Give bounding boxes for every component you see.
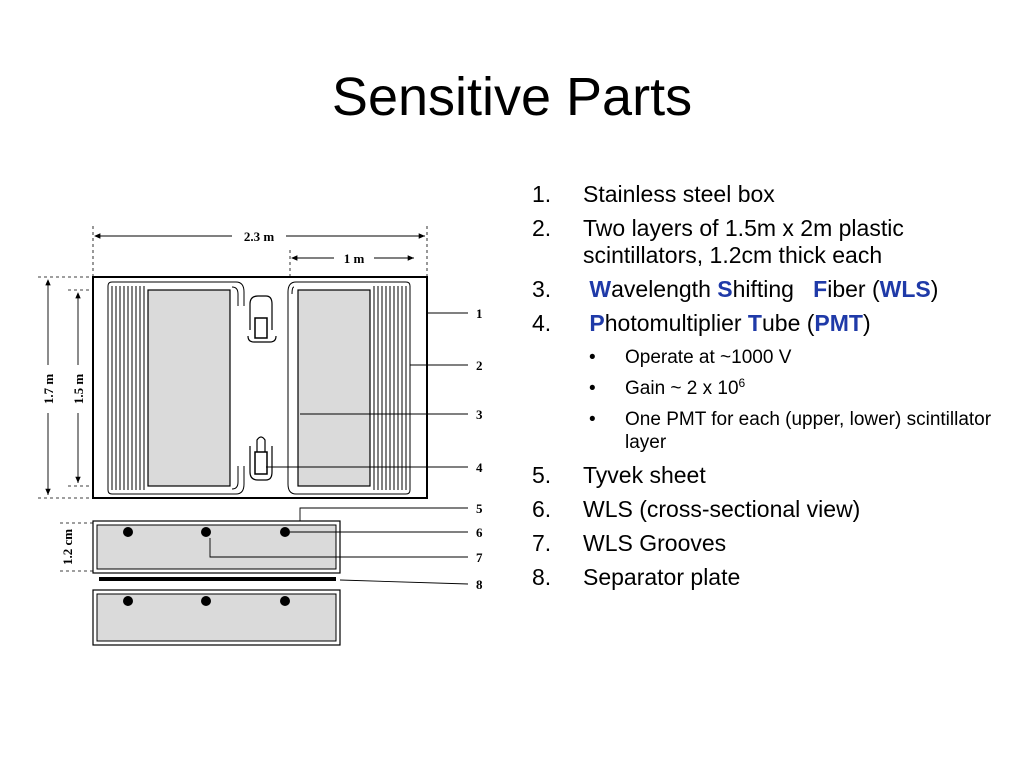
dim-height-outer: 1.7 m <box>41 374 56 405</box>
detector-diagram: 2.3 m 1 m 1.7 m 1.5 m 1.2 cm <box>30 212 500 662</box>
list-item: 2. Two layers of 1.5m x 2m plastic scint… <box>532 215 1002 269</box>
list-highlight: W <box>589 276 612 302</box>
callout-3: 3 <box>476 407 483 422</box>
callout-leaders <box>209 312 469 585</box>
sub-list-item: • Gain ~ 2 x 106 <box>532 377 1002 400</box>
list-text: iber ( <box>827 276 880 302</box>
list-number: 3. <box>532 276 552 302</box>
list-text: avelength <box>611 276 718 302</box>
list-text: hifting <box>732 276 814 302</box>
list-highlight: WLS <box>879 276 931 302</box>
bullet: • <box>589 378 596 399</box>
list-text: ) <box>930 276 939 302</box>
wls-fiber <box>201 527 211 537</box>
list-text: ube ( <box>761 310 815 336</box>
list-item: 5. Tyvek sheet <box>532 462 1002 489</box>
cross-section-upper-layer <box>92 520 341 574</box>
scintillator-left <box>107 281 245 495</box>
list-number: 6. <box>532 496 552 522</box>
list-number: 4. <box>532 310 552 336</box>
sub-list-text: Gain ~ 2 x 10 <box>625 378 739 399</box>
pmt-upper <box>254 317 268 339</box>
list-text: Stainless steel box <box>583 181 775 207</box>
scintillator-right <box>287 281 411 495</box>
sub-list-item: • One PMT for each (upper, lower) scinti… <box>532 408 1002 454</box>
callout-6: 6 <box>476 525 483 540</box>
list-text: hotomultiplier <box>604 310 748 336</box>
list-item: 3. Wavelength Shifting Fiber (WLS) <box>532 276 1002 303</box>
list-item: 8. Separator plate <box>532 564 1002 591</box>
cross-section-lower-layer <box>92 589 341 646</box>
list-item: 7. WLS Grooves <box>532 530 1002 557</box>
bullet: • <box>589 409 596 430</box>
sub-list-item: • Operate at ~1000 V <box>532 346 1002 369</box>
callout-1: 1 <box>476 306 483 321</box>
callout-7: 7 <box>476 550 483 565</box>
slide-title: Sensitive Parts <box>331 67 693 127</box>
wls-fiber <box>201 596 211 606</box>
callout-8: 8 <box>476 577 483 592</box>
list-item: 1. Stainless steel box <box>532 181 1002 208</box>
dim-width-half: 1 m <box>344 251 365 266</box>
list-item: 4. Photomultiplier Tube (PMT) <box>532 310 1002 337</box>
callout-2: 2 <box>476 358 483 373</box>
list-highlight: P <box>589 310 605 336</box>
list-highlight: PMT <box>814 310 863 336</box>
wls-fiber <box>123 527 133 537</box>
separator-plate <box>99 577 336 581</box>
list-number: 5. <box>532 462 552 488</box>
sub-list-text: Operate at ~1000 V <box>625 347 792 368</box>
list-number: 7. <box>532 530 552 556</box>
list-text: WLS Grooves <box>583 530 727 556</box>
dim-thickness: 1.2 cm <box>60 529 75 565</box>
list-highlight: S <box>717 276 733 302</box>
list-text: Two layers of 1.5m x 2m plastic scintill… <box>583 215 904 268</box>
list-text: Separator plate <box>583 564 741 590</box>
callout-5: 5 <box>476 501 483 516</box>
superscript: 6 <box>738 376 746 390</box>
wls-fiber <box>280 596 290 606</box>
list-number: 1. <box>532 181 552 207</box>
dim-height-inner: 1.5 m <box>71 374 86 405</box>
list-number: 8. <box>532 564 552 590</box>
list-text: Tyvek sheet <box>583 462 706 488</box>
pmt-lower <box>254 451 268 475</box>
bullet: • <box>589 347 596 368</box>
list-text: ) <box>862 310 871 336</box>
parts-list: 1. Stainless steel box 2. Two layers of … <box>532 181 1002 598</box>
sub-list-text: One PMT for each (upper, lower) scintill… <box>625 409 992 453</box>
list-highlight: F <box>813 276 828 302</box>
dim-width-total: 2.3 m <box>244 229 275 244</box>
wls-fiber <box>280 527 290 537</box>
list-item: 6. WLS (cross-sectional view) <box>532 496 1002 523</box>
wls-fiber <box>123 596 133 606</box>
list-number: 2. <box>532 215 552 241</box>
list-text: WLS (cross-sectional view) <box>583 496 861 522</box>
callout-4: 4 <box>476 460 483 475</box>
wls-fiber-loops <box>247 295 277 481</box>
list-highlight: T <box>747 310 762 336</box>
